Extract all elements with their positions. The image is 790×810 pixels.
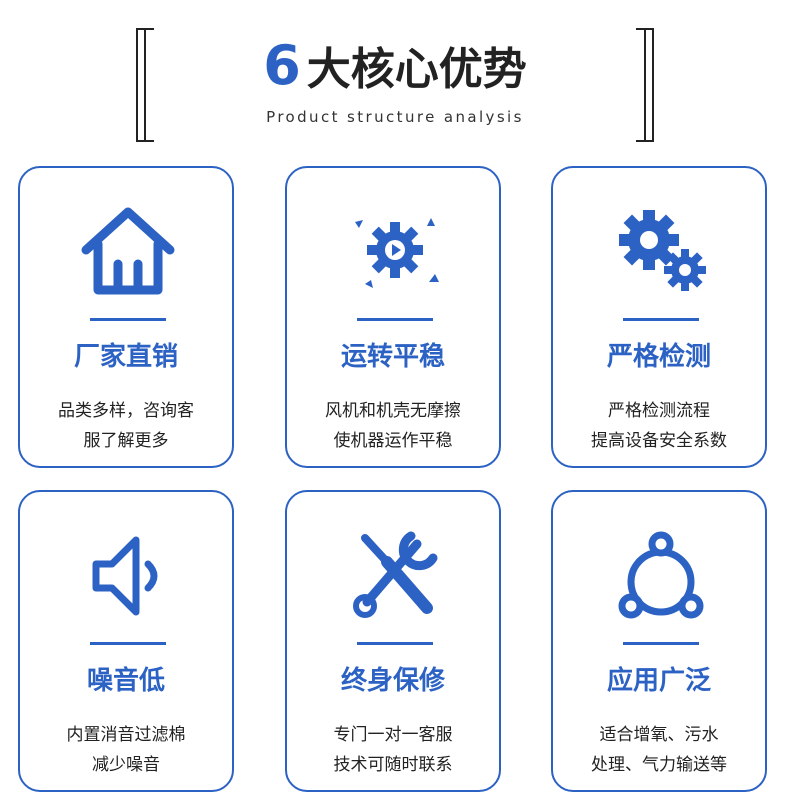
page-subtitle: Product structure analysis [266,108,524,126]
card-description: 专门一对一客服 技术可随时联系 [287,720,499,780]
card-divider [623,318,699,321]
feature-card-factory-direct: 厂家直销 品类多样，咨询客 服了解更多 [18,166,234,468]
card-divider [357,642,433,645]
card-desc-line: 技术可随时联系 [333,755,453,775]
speaker-icon [92,536,158,616]
card-desc-line: 品类多样，咨询客 [58,401,194,421]
gear-play-icon [355,218,439,288]
feature-card-smooth-running: 运转平稳 风机和机壳无摩擦 使机器运作平稳 [285,166,501,468]
card-desc-line: 风机和机壳无摩擦 [325,401,461,421]
card-title: 严格检测 [606,342,711,372]
card-title: 终身保修 [340,666,445,696]
card-divider [357,318,433,321]
card-title: 厂家直销 [73,342,178,372]
card-desc-line: 减少噪音 [92,755,160,775]
title-number: 6 [263,34,301,97]
feature-card-strict-testing: 严格检测 严格检测流程 提高设备安全系数 [551,166,767,468]
feature-card-wide-application: 应用广泛 适合增氧、污水 处理、气力输送等 [551,490,767,792]
card-description: 内置消音过滤棉 减少噪音 [20,720,232,780]
gears-icon [619,210,706,291]
home-icon [81,207,175,295]
card-divider [90,642,166,645]
card-description: 风机和机壳无摩擦 使机器运作平稳 [287,396,499,456]
card-divider [90,318,166,321]
card-title: 应用广泛 [606,666,711,696]
card-description: 适合增氧、污水 处理、气力输送等 [553,720,765,780]
card-desc-line: 专门一对一客服 [333,725,453,745]
card-title: 运转平稳 [340,342,445,372]
right-bracket-decoration [636,28,654,142]
card-desc-line: 服了解更多 [83,431,169,451]
card-desc-line: 使机器运作平稳 [333,431,453,451]
feature-card-low-noise: 噪音低 内置消音过滤棉 减少噪音 [18,490,234,792]
title-text: 大核心优势 [306,44,527,95]
card-desc-line: 处理、气力输送等 [591,755,727,775]
left-bracket-decoration [136,28,154,142]
feature-card-lifetime-warranty: 终身保修 专门一对一客服 技术可随时联系 [285,490,501,792]
card-desc-line: 严格检测流程 [608,401,710,421]
card-desc-line: 内置消音过滤棉 [66,725,186,745]
card-description: 严格检测流程 提高设备安全系数 [553,396,765,456]
card-description: 品类多样，咨询客 服了解更多 [20,396,232,456]
card-title: 噪音低 [86,666,165,696]
card-desc-line: 适合增氧、污水 [599,725,719,745]
share-icon [618,531,704,619]
tools-icon [353,531,438,618]
card-desc-line: 提高设备安全系数 [591,431,727,451]
card-divider [623,642,699,645]
